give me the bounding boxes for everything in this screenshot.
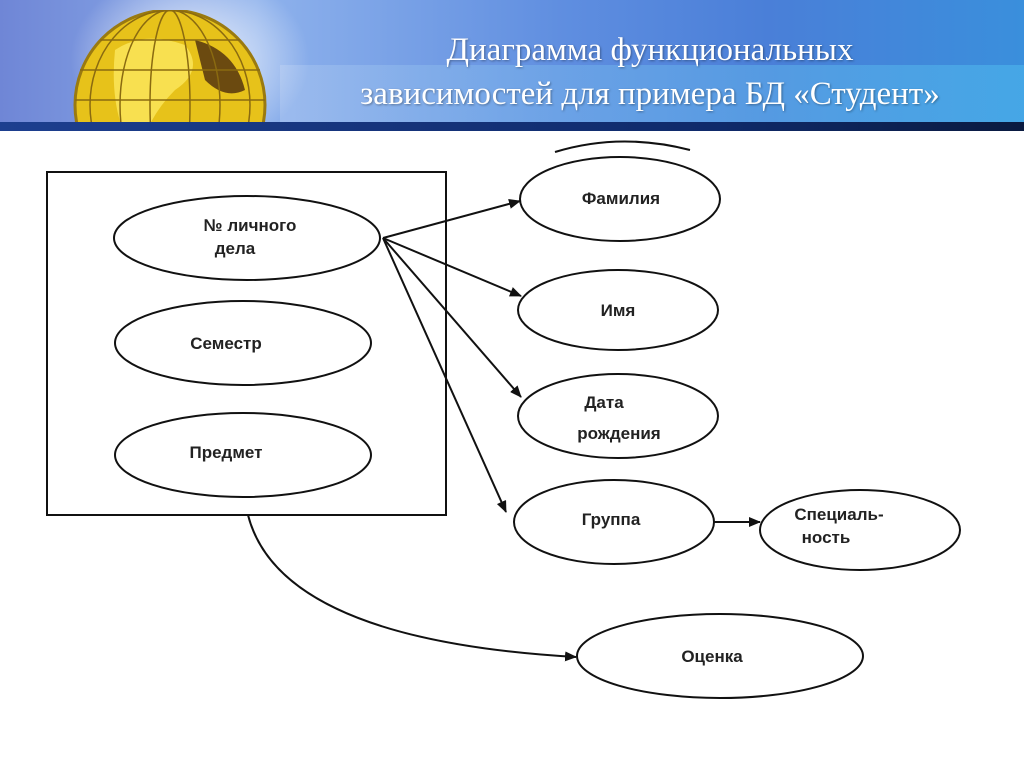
node-grade: Оценка [576, 613, 864, 699]
arrow-to-name [382, 237, 522, 297]
header-band [280, 65, 1024, 122]
node-name: Имя [517, 269, 719, 351]
node-label: Предмет [190, 443, 263, 462]
slide-title: Диаграмма функциональных зависимостей дл… [290, 28, 1010, 116]
arrow-to-birth-date [382, 237, 522, 398]
node-label: Фамилия [582, 189, 660, 208]
node-label: Оценка [681, 647, 743, 666]
fd-diagram: № личного дела Семестр Предмет Фамилия И… [46, 140, 961, 699]
node-specialty: Специаль- ность [759, 489, 961, 571]
node-label: Семестр [190, 334, 261, 353]
arrow-key-to-grade [247, 514, 577, 662]
node-label: Имя [601, 301, 636, 320]
node-label: дела [215, 239, 256, 258]
node-label: Группа [582, 510, 641, 529]
node-semester: Семестр [114, 300, 372, 386]
composite-key-box [46, 171, 447, 516]
arrow-to-surname [382, 199, 521, 239]
node-subject: Предмет [114, 412, 372, 498]
title-line-2: зависимостей для примера БД «Студент» [360, 76, 940, 112]
node-label: Специаль- [794, 505, 883, 524]
globe-icon [73, 10, 267, 122]
node-label: рождения [577, 424, 660, 443]
node-group: Группа [513, 479, 715, 565]
arrow-to-group [382, 237, 507, 513]
node-label: ность [802, 528, 851, 547]
node-personal-file-number: № личного дела [113, 195, 381, 281]
title-line-1: Диаграмма функциональных [446, 32, 854, 68]
partial-ellipse-arc [554, 140, 691, 153]
node-surname: Фамилия [519, 156, 721, 242]
node-birth-date: Дата рождения [517, 373, 719, 459]
slide-header: Диаграмма функциональных зависимостей дл… [0, 0, 1024, 122]
node-label: Дата [584, 393, 624, 412]
header-divider [0, 122, 1024, 131]
node-label: № личного [204, 216, 297, 235]
